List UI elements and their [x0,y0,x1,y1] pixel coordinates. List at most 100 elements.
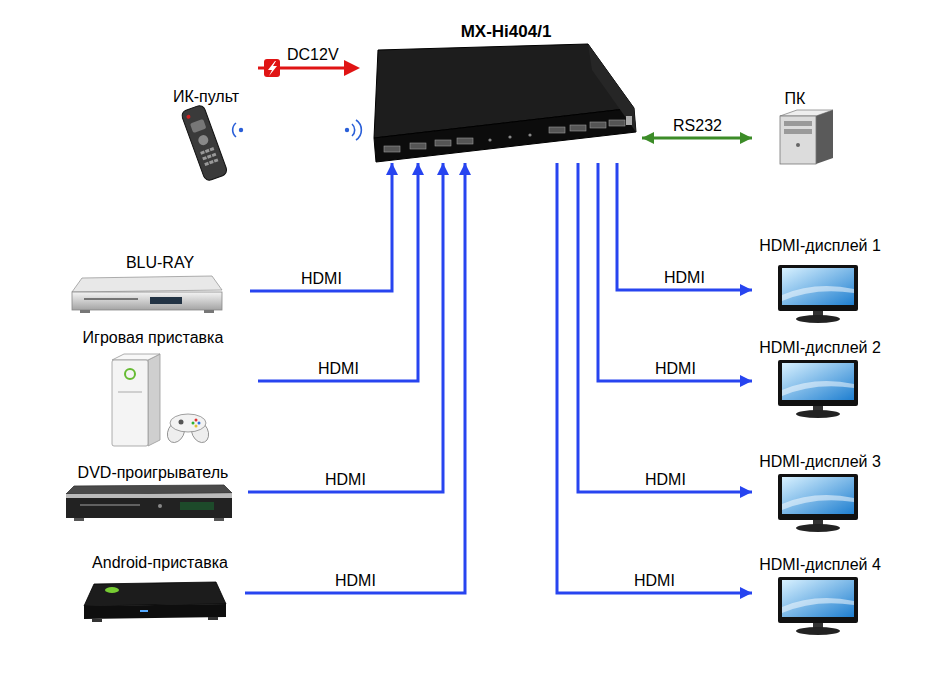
disc-slot [80,504,140,506]
monitor-frame [778,577,858,623]
signal-cable [557,163,752,593]
monitor-frame [778,360,858,406]
signal-cable [598,163,752,381]
device-label: HDMI-дисплей 1 [759,237,881,255]
player-button [158,504,162,508]
box-led [140,610,148,612]
device-title: MX-Hi404/1 [370,22,642,41]
hdmi-port [549,127,565,133]
remote-button [186,114,191,119]
console-front [112,360,148,446]
device-label: HDMI-дисплей 2 [752,338,888,357]
power-label: DC12V [285,46,341,64]
pc-button [796,143,800,147]
remote-button [209,160,214,164]
player-foot [74,518,84,521]
device-label: ПК [785,90,806,108]
device-label: HDMI-дисплей 3 [752,452,888,471]
console-slot [118,392,142,393]
led [528,133,531,136]
lightning-symbol [268,61,277,76]
power-switch [626,116,632,125]
console-ring [125,369,135,379]
dvd-player [66,485,232,521]
signal-cable [258,163,418,381]
wave-dot [239,128,243,132]
remote-dpad [197,134,210,147]
monitor [778,474,858,532]
device-label: HDMI-дисплей 4 [759,556,881,574]
pc-side [816,110,833,164]
ir-remote [180,104,228,182]
hdmi-port [457,138,473,144]
player-foot [80,310,90,313]
device-label: BLU-RAY [126,254,194,272]
drive-bay [784,121,812,126]
cable-label: HDMI [299,270,344,288]
gamepad-button [192,422,195,425]
hdmi-port [609,120,625,126]
device-label: Android-приставка [92,554,228,572]
wave-dot [345,128,349,132]
screen-swoosh [782,495,854,510]
cable-label: HDMI [333,572,378,590]
remote-button [200,151,205,155]
device-label: HDMI-дисплей 4 [752,555,888,574]
device-label: DVD-проигрыватель [78,464,229,482]
signal-cable [617,163,752,290]
hdmi-matrix [374,44,636,162]
box-foot [92,619,102,622]
cable-label: HDMI [316,360,361,378]
hdmi-port [590,122,606,128]
device-label: Android-приставка [75,553,245,572]
pc-tower [780,110,833,164]
screen-swoosh [782,598,854,613]
console-top [112,354,160,360]
gamepad-button [195,419,198,422]
wave-arc [233,123,236,137]
display-node: HDMI-дисплей 2 [752,338,888,418]
bluray-player [72,276,222,313]
device-label: HDMI-дисплей 3 [759,453,881,471]
monitor-screen [782,363,854,400]
gamepad [164,414,212,445]
matrix-side [588,44,636,132]
remote-button [207,154,212,158]
pc-front [780,116,816,164]
device-label: HDMI-дисплей 1 [752,236,888,255]
display-node: HDMI-дисплей 3 [752,452,888,532]
power-icon [264,59,280,77]
monitor-base [796,410,840,418]
device-label: BLU-RAY [70,253,250,272]
gamepad-body [170,414,206,432]
cable-label: HDMI [653,360,698,378]
monitor-frame [778,474,858,520]
remote-button [210,147,215,151]
remote-button [214,158,219,162]
wave-arc [352,124,355,136]
box-front [84,604,226,619]
display-node: HDMI-дисплей 1 [752,236,888,326]
wave-arc [356,120,361,140]
signal-cable [642,137,752,140]
remote-button [202,156,207,160]
monitor [778,265,858,323]
player-front [66,494,232,518]
gamepad-button [198,422,201,425]
monitor-base [796,524,840,532]
remote-button [212,153,217,157]
signal-cable [245,163,465,593]
monitor-screen [782,268,854,305]
led [508,135,511,138]
player-foot [214,518,224,521]
monitor [778,577,858,635]
signal-cable [578,163,752,492]
source-node: BLU-RAY [70,253,250,319]
drive-bay [784,129,812,134]
cable-label: HDMI [323,471,368,489]
device-label: HDMI-дисплей 2 [759,339,881,357]
monitor [778,360,858,418]
display-node: HDMI-дисплей 4 [752,555,888,635]
cable-label: HDMI [632,572,677,590]
signal-cable [248,163,443,492]
